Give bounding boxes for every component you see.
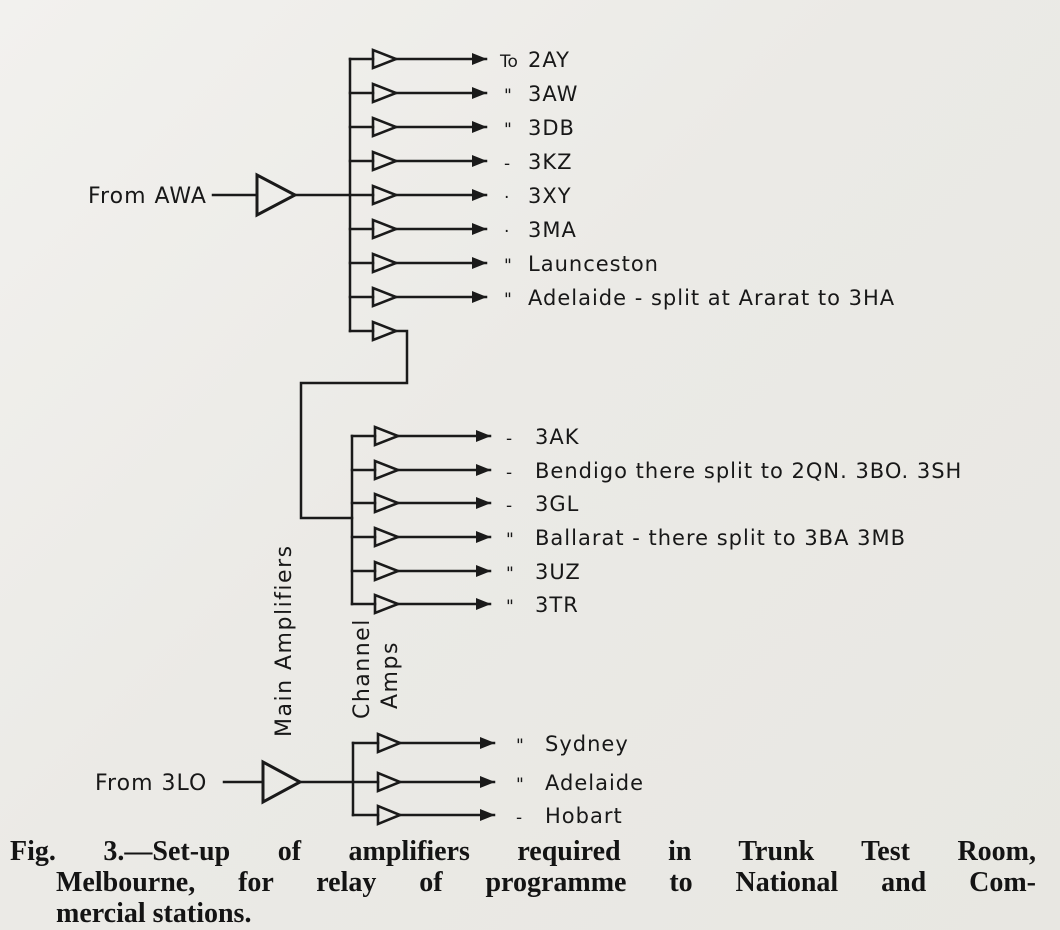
- station-label: Launceston: [528, 252, 659, 276]
- channel-amp-icon: [371, 252, 400, 274]
- station-label: Ballarat - there split to 3BA 3MB: [535, 526, 906, 550]
- channel-amp-icon: [373, 593, 402, 615]
- station-label: 3AK: [535, 425, 580, 449]
- station-label: 3KZ: [528, 150, 573, 174]
- channel-amp-icon: [376, 771, 404, 793]
- awa-source-label: From AWA: [88, 184, 207, 209]
- station-prefix: ": [516, 736, 524, 756]
- station-label: 3GL: [535, 492, 579, 516]
- station-label: 3TR: [535, 593, 579, 617]
- station-prefix: ·: [504, 222, 509, 242]
- channel-amp-icon: [371, 150, 400, 172]
- station-prefix: ": [504, 290, 512, 310]
- station-prefix: -: [504, 154, 510, 174]
- station-prefix: -: [516, 808, 522, 828]
- station-prefix: ": [506, 564, 514, 584]
- station-prefix: ": [504, 120, 512, 140]
- station-label: 3UZ: [535, 560, 581, 584]
- station-prefix: ": [504, 86, 512, 106]
- station-label: 3MA: [528, 218, 577, 242]
- station-prefix: -: [506, 463, 512, 483]
- channel-amp-icon: [373, 492, 402, 514]
- station-prefix: ": [506, 597, 514, 617]
- main-amplifiers-label: Main Amplifiers: [272, 544, 297, 737]
- channel-amp-icon: [371, 48, 400, 70]
- channel-amps-label-line2: Amps: [378, 641, 403, 709]
- amplifier-diagram: From AWA To 2AY " 3AW " 3DB - 3KZ · 3XY …: [88, 48, 962, 828]
- channel-amp-icon: [371, 218, 400, 240]
- figure-number: Fig. 3.: [10, 836, 125, 867]
- station-label: Adelaide: [545, 771, 644, 795]
- caption-line-1: Fig. 3.—Set-up of amplifiers required in…: [10, 836, 1036, 867]
- station-label: 3XY: [528, 184, 572, 208]
- station-prefix: ": [504, 256, 512, 276]
- caption-text-1: —Set-up of amplifiers required in Trunk …: [124, 836, 1036, 867]
- channel-amp-icon: [373, 560, 402, 582]
- station-label: Adelaide - split at Ararat to 3HA: [528, 286, 895, 310]
- channel-amp-icon: [371, 184, 400, 206]
- channel-amp-icon: [373, 459, 402, 481]
- channel-amp-icon: [371, 286, 400, 308]
- caption-line-2: Melbourne, for relay of programme to Nat…: [56, 867, 1036, 898]
- station-label: Bendigo there split to 2QN. 3BO. 3SH: [535, 459, 962, 483]
- station-prefix: -: [506, 429, 512, 449]
- channel-amp-icon: [371, 320, 400, 342]
- station-label: Hobart: [545, 804, 623, 828]
- figure-caption: Fig. 3.—Set-up of amplifiers required in…: [10, 836, 1036, 929]
- station-prefix: To: [499, 52, 518, 72]
- relay-feed-connector-line: [299, 329, 409, 520]
- caption-line-3: mercial stations.: [56, 898, 252, 929]
- station-label: 2AY: [528, 48, 570, 72]
- channel-amps-label-line1: Channel: [350, 618, 375, 719]
- channel-amp-icon: [371, 116, 400, 138]
- lo-source-label: From 3LO: [95, 771, 207, 796]
- station-prefix: ·: [504, 188, 509, 208]
- channel-amp-icon: [373, 425, 402, 447]
- station-label: Sydney: [545, 732, 629, 756]
- station-label: 3DB: [528, 116, 575, 140]
- channel-amp-icon: [371, 82, 400, 104]
- channel-amp-icon: [376, 732, 404, 754]
- channel-amp-icon: [376, 804, 404, 826]
- awa-main-amp-icon: [255, 172, 299, 218]
- station-prefix: -: [506, 496, 512, 516]
- channel-amp-icon: [373, 526, 402, 548]
- station-prefix: ": [506, 530, 514, 550]
- station-prefix: ": [516, 775, 524, 795]
- station-label: 3AW: [528, 82, 578, 106]
- lo-main-amp-icon: [261, 759, 304, 805]
